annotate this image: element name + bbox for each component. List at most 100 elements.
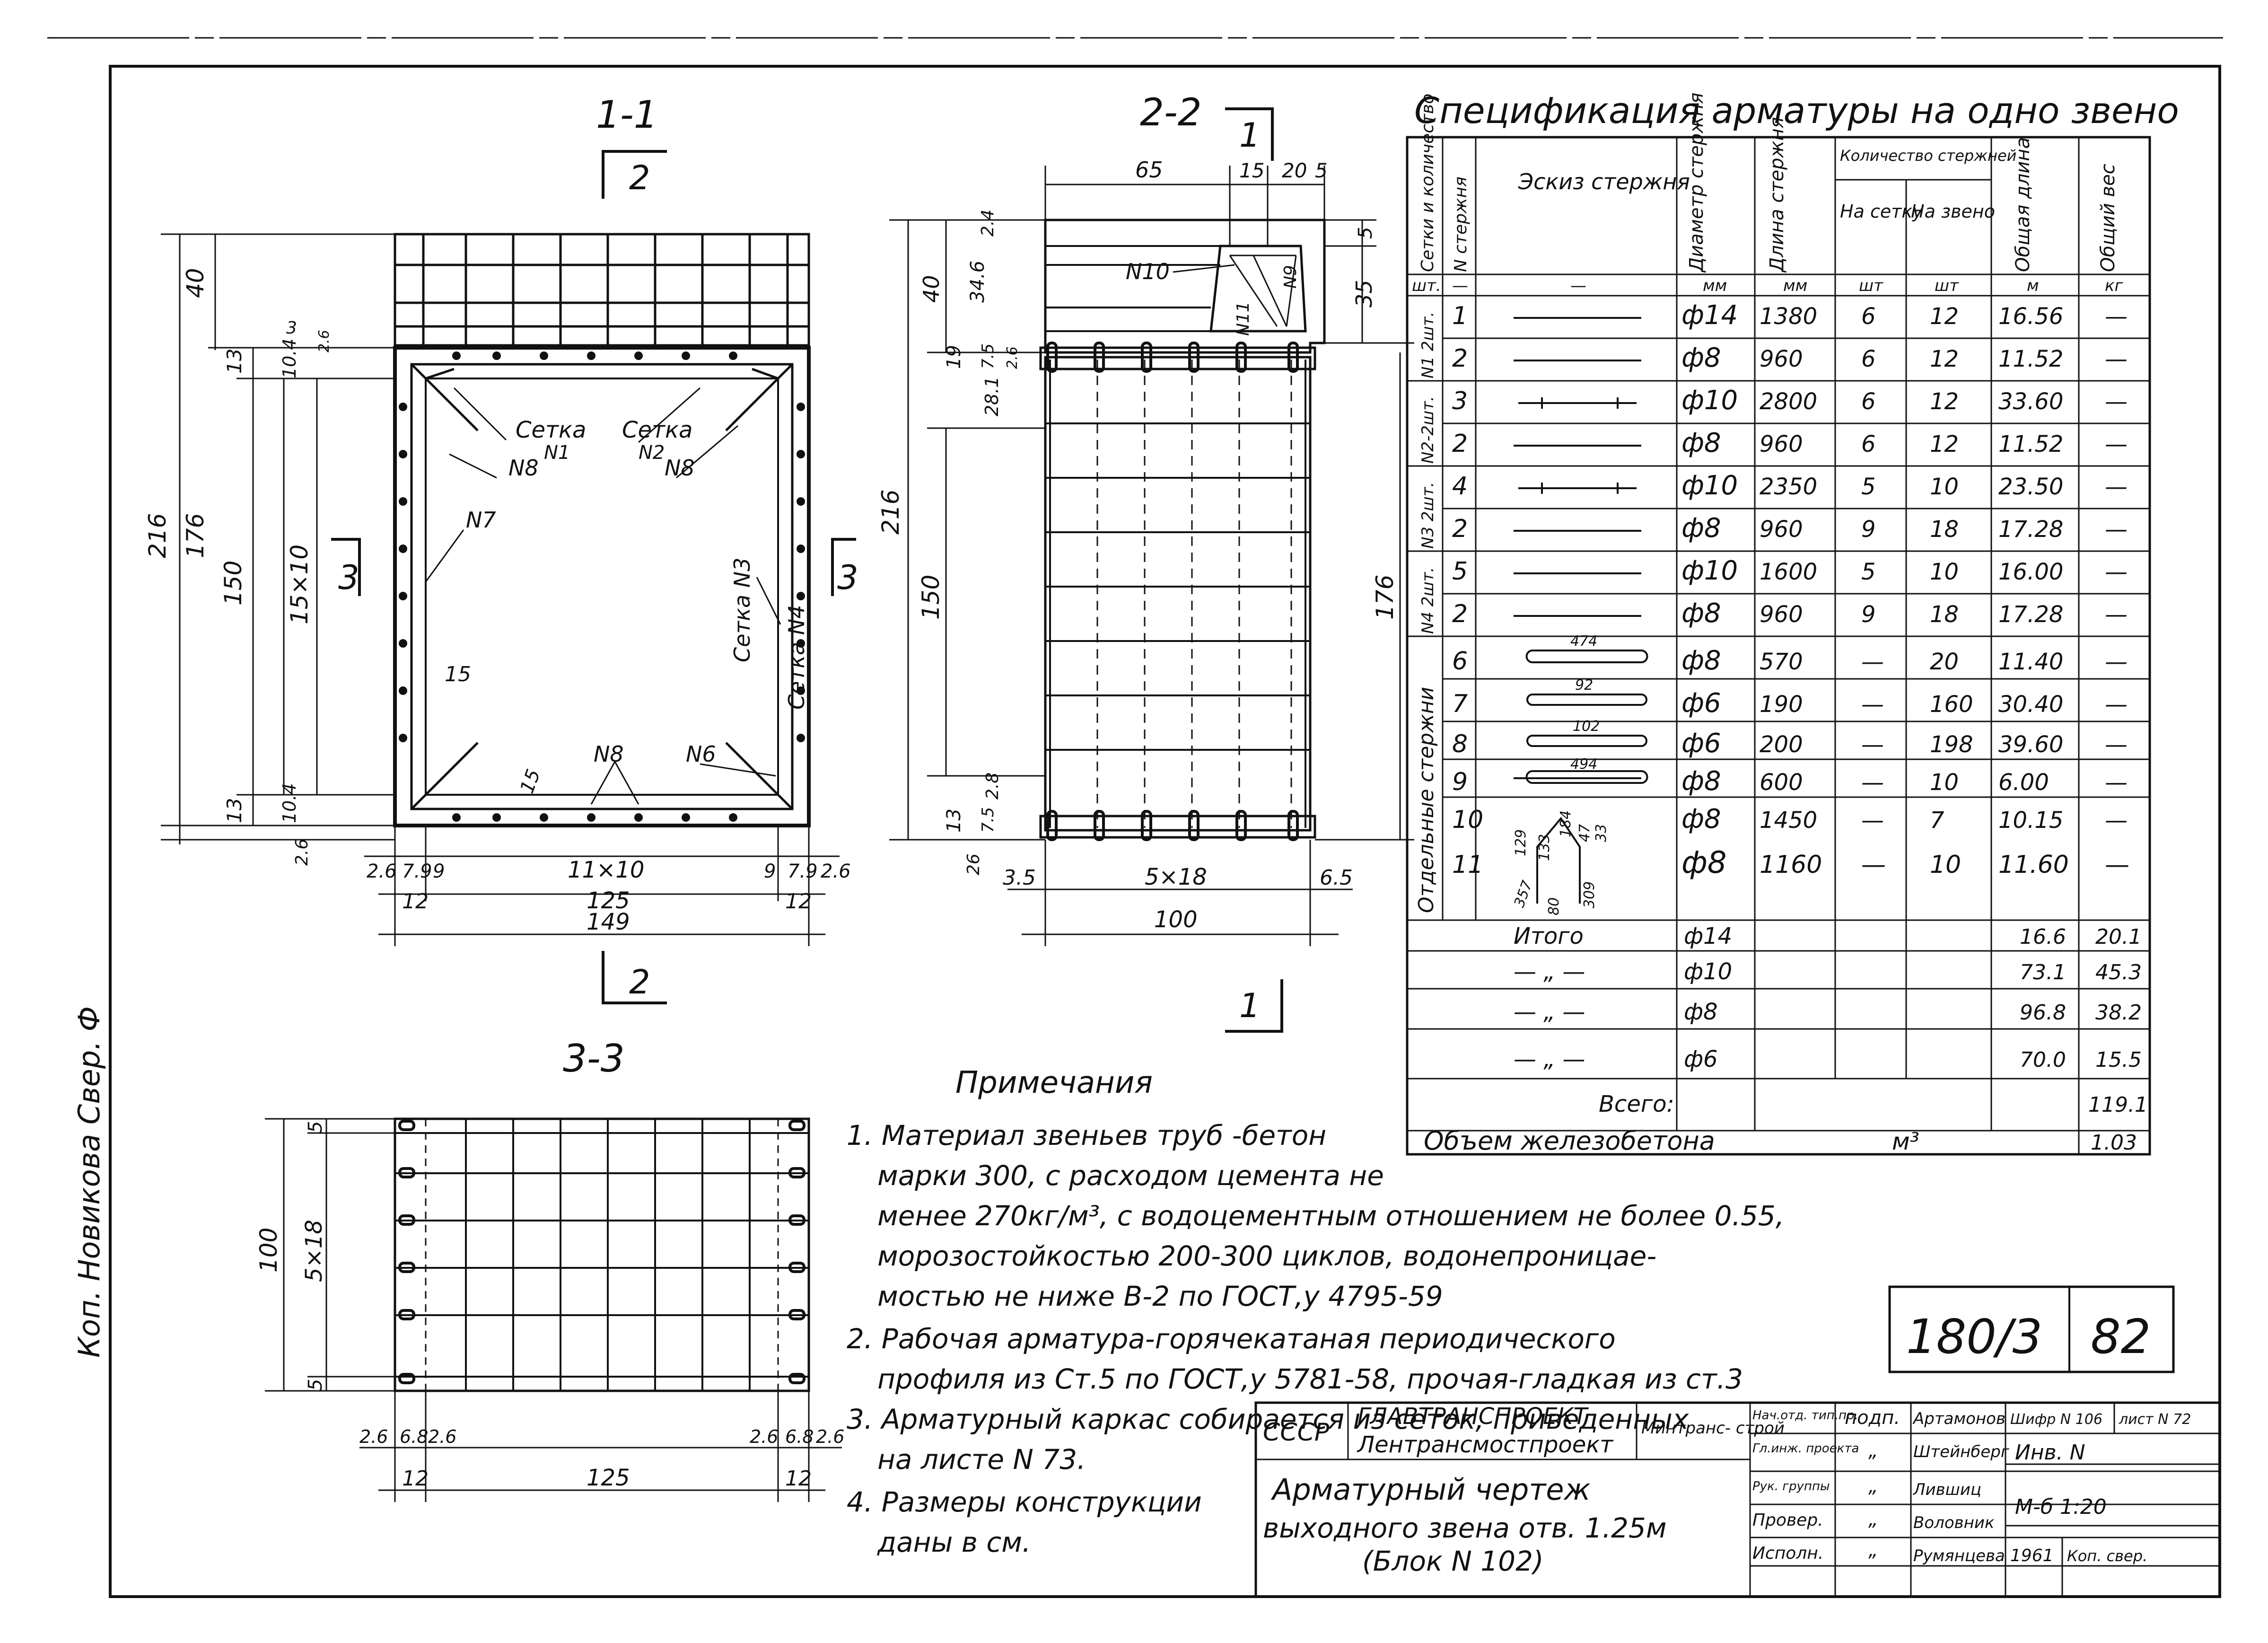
total-d-1: ф10 xyxy=(1684,958,1732,985)
spec-cell-l-12: 1450 xyxy=(1760,807,1817,834)
tb-ministry: Минтранс- строй xyxy=(1641,1419,1785,1438)
spec-cell-s-8: — xyxy=(1861,649,1884,675)
dim-22-b5x18: 5×18 xyxy=(1145,864,1207,890)
dim-22-t5: 5 xyxy=(1315,159,1328,182)
sk-s11f: 357 xyxy=(1511,879,1536,910)
label-setka-n2-no: N2 xyxy=(639,442,665,464)
tb-name-1: Штейнберг xyxy=(1913,1442,2010,1461)
dim-33-c12-right: 12 xyxy=(785,1467,812,1491)
spec-cell-l-7: 960 xyxy=(1760,601,1803,628)
volume-val: 1.03 xyxy=(2091,1131,2137,1155)
spec-cell-tl-3: 11.52 xyxy=(1998,431,2063,457)
spec-cell-n-8: 6 xyxy=(1452,647,1468,676)
total-d-0: ф14 xyxy=(1684,923,1732,949)
dim-22-b3-5: 3.5 xyxy=(1003,866,1036,890)
dim-11-13-top: 13 xyxy=(223,349,246,374)
dim-22-2-6: 2.6 xyxy=(1004,346,1021,369)
spec-cell-w-9: — xyxy=(2105,691,2128,718)
spec-cell-l-2: 2800 xyxy=(1760,388,1817,415)
unit-6: шт xyxy=(1935,276,1959,295)
spec-cell-n-11: 9 xyxy=(1452,768,1468,796)
dim-11-216: 216 xyxy=(144,513,171,558)
note-line-1: марки 300, с расходом цемента не xyxy=(877,1160,1384,1192)
dim-33-b2-6: 2.6 xyxy=(750,1426,778,1447)
unit-1: — xyxy=(1452,276,1468,295)
spec-cell-l-13: 1160 xyxy=(1760,851,1822,879)
hdr-n: N стержня xyxy=(1451,176,1471,272)
tb-role-4: Исполн. xyxy=(1752,1544,1823,1563)
hdr-qty: Количество стержней xyxy=(1840,147,2016,165)
dim-11-b9: 9 xyxy=(764,861,776,882)
sheet-code: 180/3 xyxy=(1906,1309,2042,1364)
vsego-label: Всего: xyxy=(1599,1091,1674,1117)
dim-11-a11x10: 11×10 xyxy=(568,857,644,883)
spec-cell-s-3: 6 xyxy=(1861,431,1876,457)
spec-cell-w-13: — xyxy=(2105,851,2129,879)
hdr-diam: Диаметр стержня xyxy=(1686,93,1708,273)
spec-cell-z-0: 12 xyxy=(1930,303,1959,330)
spec-cell-tl-11: 6.00 xyxy=(1998,769,2049,796)
spec-cell-s-10: — xyxy=(1861,731,1884,758)
spec-cell-n-2: 3 xyxy=(1452,387,1468,415)
cut-1-bottom: 1 xyxy=(1239,986,1261,1025)
spec-cell-n-0: 1 xyxy=(1452,302,1468,330)
dim-22-2-8: 2.8 xyxy=(983,773,1002,800)
total-tl-3: 70.0 xyxy=(2020,1048,2066,1072)
hdr-total-len: Общая длина xyxy=(2012,137,2034,272)
spec-cell-z-3: 12 xyxy=(1930,431,1959,457)
spec-cell-l-5: 960 xyxy=(1760,516,1803,543)
hdr-sketch: Эскиз стержня xyxy=(1518,169,1690,194)
note-line-10: даны в см. xyxy=(877,1526,1031,1558)
note-line-3: морозостойкостью 200-300 циклов, водонеп… xyxy=(877,1240,1656,1272)
tb-role-3: Провер. xyxy=(1752,1511,1823,1530)
total-tl-1: 73.1 xyxy=(2020,960,2066,984)
spec-cell-s-6: 5 xyxy=(1861,559,1876,585)
hdr-total-w: Общий вес xyxy=(2097,164,2119,272)
spec-cell-l-8: 570 xyxy=(1760,649,1803,675)
group-separate: Отдельные стержни xyxy=(1414,687,1438,913)
spec-title: Спецификация арматуры на одно звено xyxy=(1414,89,2179,132)
spec-cell-n-3: 2 xyxy=(1452,430,1468,458)
spec-cell-w-8: — xyxy=(2105,649,2128,675)
sk-s11h: 309 xyxy=(1581,881,1598,908)
spec-cell-l-3: 960 xyxy=(1760,431,1803,457)
spec-cell-z-1: 12 xyxy=(1930,346,1959,372)
spec-cell-n-5: 2 xyxy=(1452,515,1468,543)
total-w-1: 45.3 xyxy=(2095,960,2142,984)
dim-22-34-6: 34.6 xyxy=(967,261,989,303)
spec-cell-w-2: — xyxy=(2105,388,2128,415)
note-line-9: 4. Размеры конструкции xyxy=(847,1486,1202,1518)
group-n2: N2-2шт. xyxy=(1419,396,1437,464)
total-w-3: 15.5 xyxy=(2095,1048,2142,1072)
hdr-qty-setka: На сетку xyxy=(1840,201,1923,222)
tb-name-3: Воловник xyxy=(1913,1513,1995,1532)
tb-list: лист N 72 xyxy=(2119,1411,2191,1428)
sheet-frame xyxy=(109,65,2221,1598)
spec-cell-tl-12: 10.15 xyxy=(1998,807,2063,834)
spec-cell-tl-7: 17.28 xyxy=(1998,601,2063,628)
dim-22-216: 216 xyxy=(877,490,904,535)
sk-s11c: 184 xyxy=(1558,810,1574,837)
tb-role-0: Нач.отд. тип.пр. xyxy=(1752,1408,1858,1423)
spec-cell-l-10: 200 xyxy=(1760,731,1803,758)
dim-11-13-bot: 13 xyxy=(223,798,246,823)
spec-cell-l-9: 190 xyxy=(1760,691,1803,718)
spec-cell-z-4: 10 xyxy=(1930,474,1959,500)
tb-kop: Коп. свер. xyxy=(2067,1547,2147,1565)
label-n7: N7 xyxy=(466,507,496,533)
notes-title: Примечания xyxy=(955,1065,1153,1100)
tb-inv: Инв. N xyxy=(2015,1441,2085,1465)
tb-name-4: Румянцева xyxy=(1913,1546,2005,1565)
spec-cell-n-12: 10 xyxy=(1452,806,1483,834)
spec-cell-z-7: 18 xyxy=(1930,601,1959,628)
unit-3: мм xyxy=(1703,276,1727,295)
dim-11-c12-right: 12 xyxy=(785,889,812,914)
spec-cell-d-3: ф8 xyxy=(1681,428,1721,458)
hdr-qty-zveno: На звено xyxy=(1911,201,1995,222)
spec-cell-z-11: 10 xyxy=(1930,769,1959,796)
tb-ditto-2: „ xyxy=(1868,1476,1878,1497)
sk-s11a: 129 xyxy=(1513,829,1529,856)
dim-11-b2-6: 2.6 xyxy=(821,861,851,882)
unit-4: мм xyxy=(1783,276,1807,295)
